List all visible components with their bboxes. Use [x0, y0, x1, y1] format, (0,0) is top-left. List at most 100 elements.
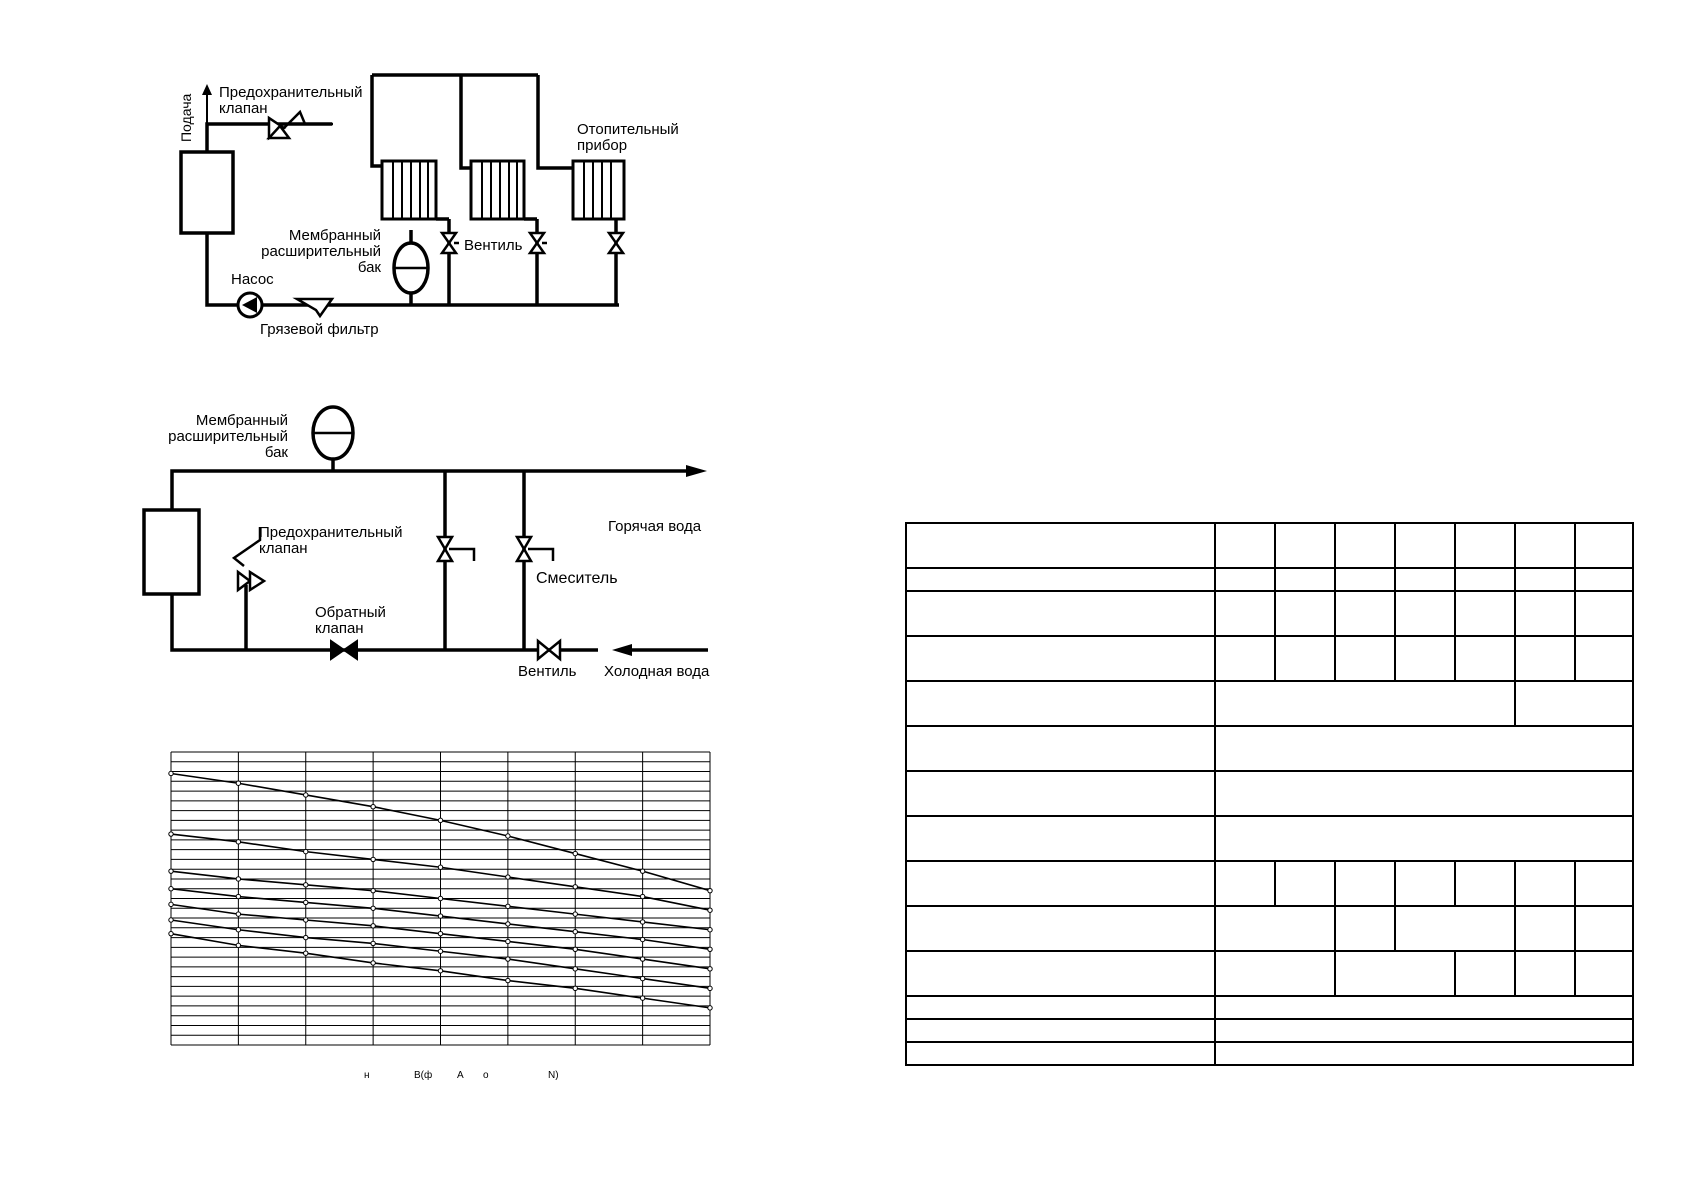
valve-icon	[527, 231, 547, 255]
table-cell	[1574, 950, 1634, 997]
table-cell	[1334, 905, 1396, 952]
chart-point	[572, 884, 578, 890]
chart-point	[303, 917, 309, 923]
table-row	[905, 950, 1634, 997]
check-valve-icon	[330, 639, 358, 661]
table-cell	[1214, 905, 1336, 952]
chart-point	[168, 886, 174, 892]
table-cell	[905, 522, 1216, 569]
radiator-3	[571, 159, 626, 221]
chart-point	[303, 950, 309, 956]
chart-point	[505, 938, 511, 945]
table-cell	[1334, 567, 1396, 592]
chart-point	[505, 977, 511, 984]
chart-point	[707, 907, 713, 913]
table-cell	[1214, 567, 1276, 592]
table-cell	[1574, 522, 1634, 569]
chart-point	[707, 887, 713, 894]
radiator-2	[469, 159, 526, 221]
chart-point	[168, 831, 174, 837]
water-diagram	[142, 405, 708, 662]
chart-point	[235, 942, 242, 949]
chart-point	[572, 911, 578, 917]
table-row	[905, 815, 1634, 862]
chart-point	[370, 856, 376, 863]
relief-valve-icon	[266, 109, 333, 141]
table-cell	[1394, 635, 1456, 682]
chart-point	[505, 903, 511, 910]
chart-point	[437, 864, 444, 870]
chart-point	[572, 966, 578, 972]
chart-point	[235, 893, 242, 900]
chart-point	[437, 968, 444, 974]
chart-point	[707, 927, 713, 933]
table-cell	[1514, 680, 1634, 727]
label-check-valve: Обратный	[315, 604, 386, 621]
expansion-tank-icon	[311, 405, 355, 471]
label-heating-device: Отопительный	[577, 121, 679, 138]
table-cell	[1454, 860, 1516, 907]
table-cell	[1514, 860, 1576, 907]
table-cell	[1514, 590, 1576, 637]
chart-point	[235, 780, 242, 786]
table-cell	[1214, 950, 1336, 997]
label-supply: Подача	[178, 94, 194, 142]
chart-point	[235, 927, 242, 933]
water-boiler	[142, 508, 201, 596]
pump-icon	[236, 291, 264, 319]
chart-point	[303, 882, 309, 888]
table-cell	[1214, 522, 1276, 569]
table-cell	[1514, 905, 1576, 952]
expansion-tank-icon	[392, 230, 430, 305]
label-expansion-tank: бак	[265, 444, 289, 461]
chart-point	[168, 868, 174, 874]
chart	[168, 751, 713, 1046]
table-cell	[1394, 522, 1456, 569]
supply-pipe	[205, 122, 332, 152]
chart-point	[572, 850, 578, 857]
table-cell	[1574, 635, 1634, 682]
table-row	[905, 522, 1634, 569]
chart-point	[370, 905, 376, 911]
hot-water-pipe	[170, 469, 690, 510]
table-cell	[905, 815, 1216, 862]
table-cell	[1454, 950, 1516, 997]
valve-icon	[606, 231, 626, 255]
chart-point	[168, 901, 174, 908]
table-row	[905, 860, 1634, 907]
chart-point	[235, 839, 242, 845]
table-cell	[1334, 522, 1396, 569]
cold-water-arrow-icon	[612, 644, 632, 656]
chart-point	[639, 975, 646, 982]
chart-point	[303, 792, 309, 798]
chart-series	[168, 770, 713, 1011]
label-relief-valve: клапан	[259, 540, 308, 557]
table-cell	[905, 1041, 1216, 1066]
table-cell	[1274, 635, 1336, 682]
chart-point	[168, 917, 174, 923]
table-cell	[1334, 590, 1396, 637]
table-cell	[905, 680, 1216, 727]
table-cell	[1514, 567, 1576, 592]
label-valve: Вентиль	[464, 237, 523, 254]
table-row	[905, 1041, 1634, 1066]
table-cell	[1214, 680, 1516, 727]
chart-point	[707, 1005, 713, 1011]
chart-point	[168, 770, 174, 777]
label-expansion-tank: Мембранный	[196, 412, 288, 429]
chart-point	[437, 930, 444, 937]
heating-diagram	[179, 73, 626, 319]
label-dirt-filter: Грязевой фильтр	[260, 321, 379, 338]
chart-point	[639, 868, 646, 874]
table-cell	[1214, 770, 1634, 817]
table-row	[905, 567, 1634, 592]
chart-point	[572, 929, 578, 935]
valve-icon	[439, 231, 459, 255]
table-row	[905, 590, 1634, 637]
label-relief-valve: клапан	[219, 100, 268, 117]
table-cell	[1574, 860, 1634, 907]
table-row	[905, 770, 1634, 817]
chart-point	[370, 887, 376, 894]
table-cell	[1574, 905, 1634, 952]
